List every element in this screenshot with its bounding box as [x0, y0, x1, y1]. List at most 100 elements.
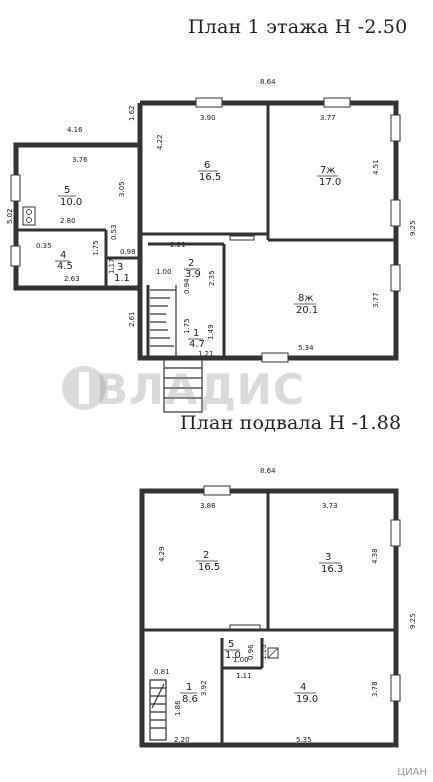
radiator-icon: [229, 235, 255, 241]
room-area: 16.3: [321, 564, 343, 575]
floor1-window: [323, 97, 351, 108]
floor1-window: [195, 97, 223, 108]
basement-window: [390, 674, 401, 702]
dim: 2.63: [64, 275, 80, 283]
dim: 1.75: [183, 318, 191, 334]
room-number: 6: [204, 160, 210, 171]
floor1-window: [390, 114, 401, 142]
dim: 4.51: [372, 159, 380, 175]
room-number: 4: [300, 682, 306, 693]
room-number: 1: [193, 328, 199, 339]
dim: 1.00: [156, 268, 172, 276]
room-number: 5: [228, 639, 234, 650]
room-area: 16.5: [199, 172, 221, 183]
dim: 3.73: [322, 502, 338, 510]
dim: 0.94: [183, 278, 191, 294]
dim-overall-width: 8.64: [260, 78, 276, 86]
dim: 3.90: [200, 114, 216, 122]
dim: 3.76: [72, 156, 88, 164]
stove-icon: [22, 206, 36, 226]
dim: 3.92: [200, 680, 208, 696]
dim: 3.86: [200, 502, 216, 510]
burner-icon: [26, 217, 32, 223]
room-area: 20.1: [296, 305, 318, 316]
room-number: 7ж: [320, 165, 335, 176]
room-area: 16.5: [198, 562, 220, 573]
room-area: 4.5: [57, 261, 73, 272]
room-number: 3: [117, 262, 123, 273]
dim: 2.35: [208, 270, 216, 286]
dim: 0.81: [154, 668, 170, 676]
dim: 2.80: [60, 217, 76, 225]
floor1-plan: 5 10.0 6 16.5 7ж 17.0 4 4.5 3 1.1 2 3.9 …: [6, 78, 417, 413]
dim: 1.00: [233, 656, 249, 664]
dim: 1.75: [92, 240, 100, 256]
dim: 2.21: [170, 241, 186, 249]
corner-watermark: ЦИАН: [397, 767, 427, 778]
basement-staircase: [149, 679, 167, 741]
room-area: 8.6: [182, 694, 198, 705]
dim: 5.35: [296, 736, 312, 744]
dim: 4.22: [156, 134, 164, 150]
room-area: 1.0: [225, 650, 241, 661]
drain-icon: [267, 647, 279, 659]
room-area: 3.9: [185, 269, 201, 280]
dim: 3.77: [372, 292, 380, 308]
dim: 0.98: [120, 248, 136, 256]
room-area: 19.0: [296, 694, 318, 705]
dim: 0.96: [247, 644, 255, 660]
floor1-window: [10, 245, 21, 267]
burner-icon: [26, 209, 32, 215]
floor1-window: [390, 199, 401, 227]
dim: 1.21: [198, 350, 214, 358]
floor1-window: [261, 352, 289, 363]
watermark-logo: [62, 366, 106, 410]
dim: 0.35: [36, 242, 52, 250]
dim-overall-height: 9.25: [409, 613, 417, 629]
room-number: 8ж: [298, 293, 313, 304]
room-area: 4.7: [189, 339, 205, 350]
room-number: 5: [64, 185, 70, 196]
dim: 2.61: [128, 311, 136, 327]
basement-plan: 2 16.5 3 16.3 5 1.0 1 8.6 4 19.0 8.64 9.…: [139, 467, 417, 748]
watermark-text: ВЛАДИС: [96, 365, 305, 414]
room-number: 2: [203, 550, 209, 561]
dim: 1.49: [207, 324, 215, 340]
room-number: 3: [325, 552, 331, 563]
floor1-porch-steps: [163, 357, 203, 413]
basement-outer-wall: [139, 488, 399, 748]
floor1-window: [390, 264, 401, 292]
floor1-title: План 1 этажа Н -2.50: [188, 16, 408, 38]
basement-window: [203, 485, 231, 496]
dim-top-offset: 1.62: [128, 105, 136, 121]
basement-window: [390, 519, 401, 547]
dim: 1.86: [174, 700, 182, 716]
dim: 1.11: [236, 672, 252, 680]
room-area: 17.0: [319, 177, 341, 188]
dim: 3.05: [118, 181, 126, 197]
dim: 3.77: [320, 114, 336, 122]
dim-left-height: 5.02: [6, 208, 14, 224]
dim: 4.38: [371, 548, 379, 564]
dim-overall-height: 9.25: [409, 220, 417, 236]
room-area: 1.1: [114, 273, 130, 284]
dim: 0.53: [110, 224, 118, 240]
dim: 1.17: [108, 258, 116, 274]
room-area: 10.0: [60, 197, 82, 208]
basement-title: План подвала Н -1.88: [180, 412, 402, 434]
floor1-main-left-wall: [137, 103, 224, 361]
dim: 2.20: [174, 736, 190, 744]
radiator-icon: [229, 624, 261, 631]
floor1-annex-wall: [13, 142, 140, 291]
room-number: 2: [188, 258, 194, 269]
dim-annex-width: 4.16: [67, 126, 83, 134]
dim: 5.34: [298, 344, 314, 352]
dim: 3.78: [371, 681, 379, 697]
room-number: 1: [186, 682, 192, 693]
dim: 4.29: [158, 546, 166, 562]
dim: 1.10: [260, 644, 268, 660]
floor1-window: [10, 174, 21, 202]
room-number: 4: [60, 250, 66, 261]
floor1-staircase: [150, 285, 177, 356]
